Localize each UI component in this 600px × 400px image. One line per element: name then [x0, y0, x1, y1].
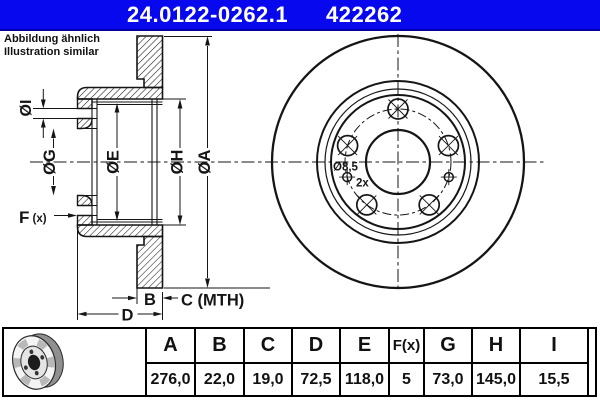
table-value-g: 73,0	[423, 364, 471, 395]
section-hub-wedge-bottom	[76, 194, 93, 207]
section-hub-wall-bottom	[76, 214, 93, 226]
hole-count-label: 2x	[356, 178, 369, 190]
hub-flange-circle	[316, 80, 480, 244]
section-hub-wedge-top	[76, 117, 93, 130]
table-value-h: 145,0	[471, 364, 519, 395]
disc-outer-circle	[270, 34, 526, 290]
section-edge-lines	[33, 99, 163, 225]
section-hat-flange-bottom	[76, 224, 164, 238]
section-ring-bottom	[136, 235, 164, 289]
order-number: 422262	[326, 2, 403, 27]
dim-label-i: ØI	[18, 100, 35, 117]
note-line-german: Abbildung ähnlich	[4, 33, 100, 45]
dim-label-d: D	[122, 307, 134, 325]
spec-table-header-row: A B C D E F(x) G H I	[147, 329, 587, 364]
part-number: 24.0122-0262.1	[127, 2, 289, 27]
table-value-b: 22,0	[194, 364, 243, 395]
note-line-english: Illustration similar	[4, 45, 99, 58]
section-extension-lines	[77, 36, 270, 320]
section-hub-wall-top	[76, 98, 93, 110]
brake-disc-icon	[12, 333, 64, 390]
table-header-h: H	[471, 329, 519, 362]
front-view: Ø8,5 2x	[270, 34, 526, 292]
table-header-b: B	[194, 329, 243, 362]
table-header-e: E	[339, 329, 388, 362]
spec-table-value-row: 276,0 22,0 19,0 72,5 118,0 5 73,0 145,0 …	[147, 364, 587, 395]
dim-label-f: F	[19, 208, 29, 227]
hub-inner-circle	[330, 94, 466, 230]
table-header-i: I	[519, 329, 587, 362]
bolt-holes	[336, 98, 460, 216]
similarity-note: Abbildung ähnlich Illustration similar	[4, 33, 100, 58]
hole-diameter-label: Ø8,5	[333, 162, 359, 174]
table-header-c: C	[243, 329, 291, 362]
table-header-g: G	[423, 329, 471, 362]
technical-drawing: ØI ØG ØE ØH ØA F (x) B C (MTH) D	[18, 34, 545, 325]
bolt-circle	[344, 108, 452, 216]
bolt-hole-cross-marks	[337, 99, 459, 215]
table-value-f: 5	[388, 364, 423, 395]
section-view: ØI ØG ØE ØH ØA F (x) B C (MTH) D	[18, 35, 270, 325]
table-header-f: F(x)	[388, 329, 423, 362]
locating-hole-center-marks	[339, 169, 457, 186]
table-value-a: 276,0	[150, 370, 191, 388]
section-dimension-lines	[42, 46, 208, 315]
section-ring-top	[136, 35, 164, 89]
table-value-i: 15,5	[519, 364, 587, 395]
table-value-c: 19,0	[243, 364, 291, 395]
spec-table: A B C D E F(x) G H I 276,0 22,0 19,0 72,…	[145, 327, 589, 397]
section-hat-flange-top	[76, 86, 164, 100]
dim-label-f-sub: (x)	[33, 213, 47, 225]
table-value-e: 118,0	[339, 364, 388, 395]
section-arrowheads	[40, 36, 210, 317]
dim-label-c: C (MTH)	[181, 292, 244, 310]
center-bore-circle	[364, 128, 432, 196]
header-bar: 24.0122-0262.1 422262	[0, 0, 600, 31]
hub-step-circle	[324, 88, 472, 236]
table-value-d: 72,5	[291, 364, 339, 395]
table-header-a: A	[163, 334, 178, 356]
dim-label-b: B	[144, 291, 156, 309]
table-header-d: D	[291, 329, 339, 362]
